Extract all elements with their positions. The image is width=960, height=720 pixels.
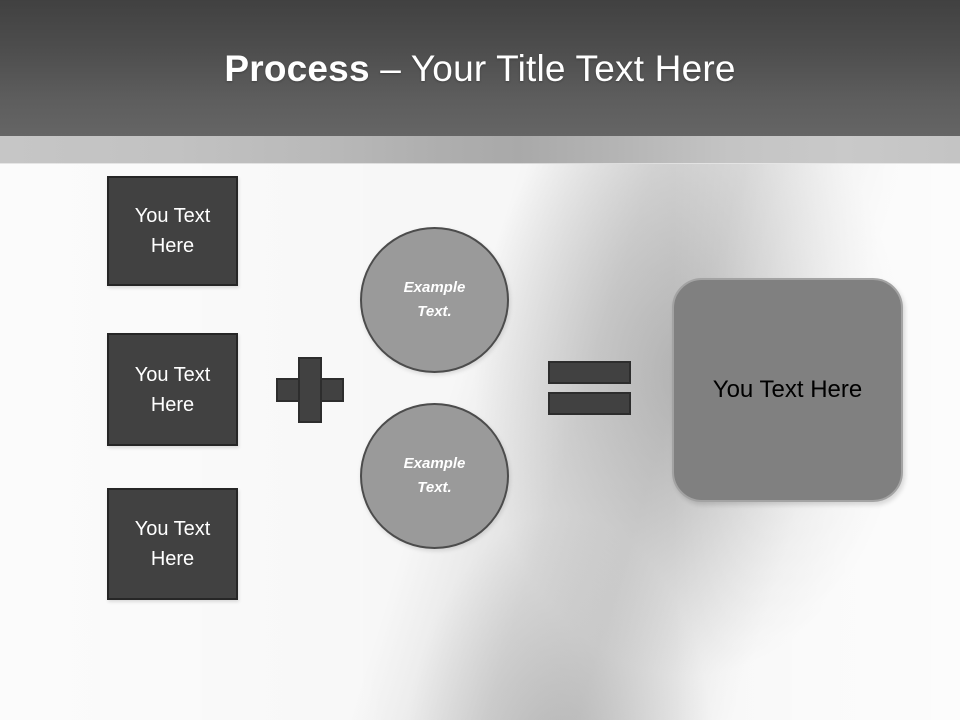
- result-box[interactable]: You Text Here: [672, 278, 903, 502]
- page-title: Process – Your Title Text Here: [224, 50, 735, 87]
- example-circle-1[interactable]: Example Text.: [360, 227, 509, 373]
- slide-header: Process – Your Title Text Here: [0, 0, 960, 136]
- title-remainder: – Your Title Text Here: [369, 47, 736, 89]
- example-circle-1-label: Example Text.: [403, 278, 466, 320]
- input-box-3[interactable]: You Text Here: [107, 488, 238, 600]
- plus-icon-vertical-bar: [298, 357, 322, 423]
- input-box-2[interactable]: You Text Here: [107, 333, 238, 446]
- input-box-3-label: You Text Here: [134, 518, 211, 570]
- result-box-label: You Text Here: [712, 376, 863, 404]
- input-box-1[interactable]: You Text Here: [107, 176, 238, 286]
- example-circle-2[interactable]: Example Text.: [360, 403, 509, 549]
- title-emphasis: Process: [224, 47, 370, 89]
- example-circle-2-label: Example Text.: [403, 454, 466, 496]
- input-box-1-label: You Text Here: [134, 205, 211, 257]
- header-accent-band: [0, 136, 960, 164]
- input-box-2-label: You Text Here: [134, 363, 211, 416]
- equals-icon-bottom-bar: [548, 392, 631, 415]
- equals-icon: [548, 361, 631, 415]
- plus-icon: [276, 357, 344, 423]
- equals-icon-top-bar: [548, 361, 631, 384]
